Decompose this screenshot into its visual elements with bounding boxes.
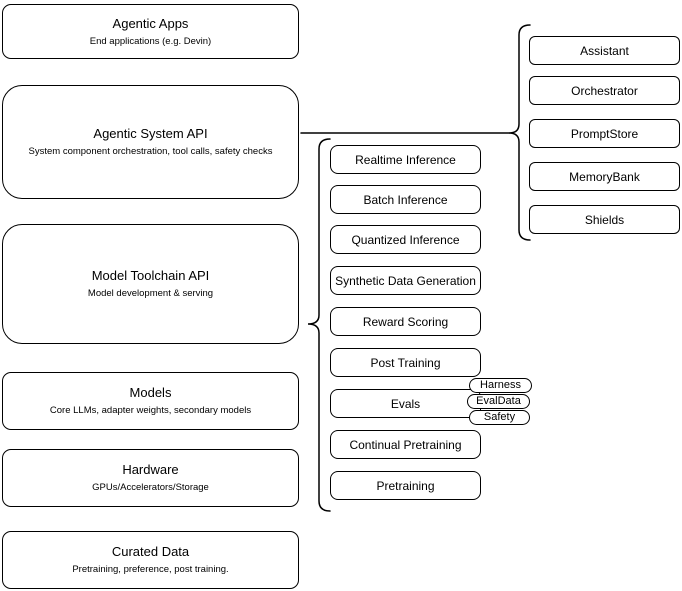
toolchain-item-label: Reward Scoring	[362, 314, 449, 329]
system-component-label: Shields	[584, 212, 625, 227]
toolchain-item-synthetic-data-generation: Synthetic Data Generation	[330, 266, 481, 295]
system-component-label: Assistant	[580, 43, 629, 58]
toolchain-item-post-training: Post Training	[330, 348, 481, 377]
agentic-system-api-title: Agentic System API	[93, 126, 208, 141]
system-component-assistant: Assistant	[529, 36, 680, 65]
hardware-box: Hardware GPUs/Accelerators/Storage	[2, 449, 299, 507]
toolchain-item-label: Pretraining	[376, 478, 435, 493]
eval-tag-harness: Harness	[469, 378, 532, 393]
toolchain-item-quantized-inference: Quantized Inference	[330, 225, 481, 254]
system-component-promptstore: PromptStore	[529, 119, 680, 148]
models-subtitle: Core LLMs, adapter weights, secondary mo…	[49, 405, 252, 416]
toolchain-group-brace	[307, 138, 331, 512]
eval-tag-safety: Safety	[469, 410, 530, 425]
toolchain-item-pretraining: Pretraining	[330, 471, 481, 500]
agentic-system-api-box: Agentic System API System component orch…	[2, 85, 299, 199]
hardware-title: Hardware	[122, 462, 179, 477]
toolchain-item-batch-inference: Batch Inference	[330, 185, 481, 214]
eval-tag-label: Harness	[480, 379, 521, 391]
toolchain-item-evals: Evals	[330, 389, 481, 418]
eval-tag-label: Safety	[483, 411, 516, 423]
toolchain-item-label: Realtime Inference	[355, 152, 456, 167]
models-box: Models Core LLMs, adapter weights, secon…	[2, 372, 299, 430]
eval-tag-label: EvalData	[476, 395, 521, 407]
toolchain-item-continual-pretraining: Continual Pretraining	[330, 430, 481, 459]
agentic-apps-subtitle: End applications (e.g. Devin)	[89, 35, 212, 47]
system-component-label: PromptStore	[570, 126, 639, 141]
model-toolchain-api-box: Model Toolchain API Model development & …	[2, 224, 299, 344]
agentic-apps-title: Agentic Apps	[112, 15, 189, 31]
toolchain-item-label: Synthetic Data Generation	[335, 273, 476, 288]
curated-data-title: Curated Data	[111, 544, 190, 559]
hardware-subtitle: GPUs/Accelerators/Storage	[92, 482, 209, 493]
toolchain-item-label: Continual Pretraining	[349, 437, 462, 452]
system-component-label: MemoryBank	[569, 169, 640, 184]
system-component-orchestrator: Orchestrator	[529, 76, 680, 105]
system-component-memorybank: MemoryBank	[529, 162, 680, 191]
agentic-system-api-subtitle: System component orchestration, tool cal…	[28, 146, 273, 157]
toolchain-item-label: Post Training	[370, 355, 441, 370]
agentic-apps-box: Agentic Apps End applications (e.g. Devi…	[2, 4, 299, 59]
curated-data-box: Curated Data Pretraining, preference, po…	[2, 531, 299, 589]
models-title: Models	[129, 385, 172, 400]
toolchain-item-realtime-inference: Realtime Inference	[330, 145, 481, 174]
toolchain-item-label: Batch Inference	[363, 192, 448, 207]
eval-tag-evaldata: EvalData	[467, 394, 530, 409]
toolchain-item-reward-scoring: Reward Scoring	[330, 307, 481, 336]
system-component-label: Orchestrator	[571, 83, 638, 98]
system-group-brace	[508, 24, 531, 241]
system-component-shields: Shields	[529, 205, 680, 234]
model-toolchain-api-subtitle: Model development & serving	[87, 288, 214, 299]
toolchain-item-label: Evals	[390, 396, 421, 411]
model-toolchain-api-title: Model Toolchain API	[91, 268, 210, 283]
toolchain-item-label: Quantized Inference	[351, 232, 460, 247]
curated-data-subtitle: Pretraining, preference, post training.	[72, 564, 229, 575]
